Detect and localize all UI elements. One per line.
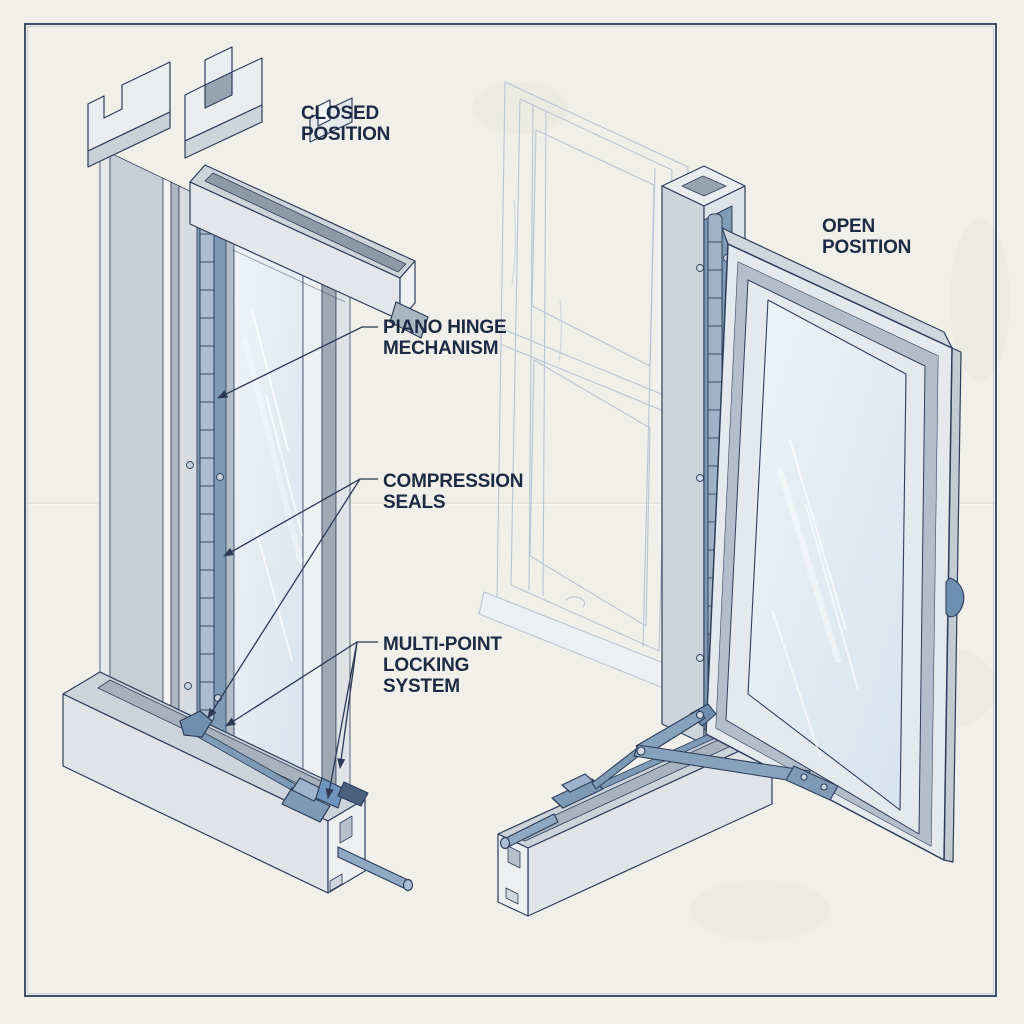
ghost-meeting-rail	[499, 327, 677, 401]
ghost-stile-line	[542, 111, 547, 597]
ghost-stile-line	[528, 104, 534, 591]
label-multi-point-lock: LOCKING	[383, 655, 469, 676]
glass-reflections-closed	[242, 309, 303, 661]
callouts: CLOSED POSITION OPEN POSITION PIANO HING…	[207, 103, 911, 800]
label-compression-seals: COMPRESSION	[383, 471, 523, 492]
hinge-knuckle-lines	[200, 233, 214, 711]
lock-clamp-closed	[281, 787, 331, 823]
closed-window-diagram	[62, 46, 429, 894]
leader-lock-2	[337, 641, 358, 770]
lock-keeper	[337, 781, 369, 807]
label-closed-position: CLOSED	[301, 103, 379, 124]
sash-handle	[945, 577, 965, 618]
ghost-sash-lift-handle	[565, 596, 586, 608]
bracket-screw	[800, 773, 808, 781]
leader-compression-seal-2	[207, 478, 361, 719]
page-border-inner	[27, 26, 994, 994]
label-multi-point-lock: SYSTEM	[383, 676, 460, 697]
ghost-inner-frame	[510, 98, 673, 652]
frame-outer-edge	[99, 147, 111, 678]
jamb-cut-cavity	[681, 175, 727, 197]
stay-pivot	[695, 710, 705, 720]
frame-reveal	[162, 177, 172, 707]
label-closed-position: POSITION	[301, 124, 390, 145]
glass-pane-closed	[233, 211, 304, 770]
label-multi-point-lock: MULTI-POINT	[383, 634, 502, 655]
label-compression-seals: SEALS	[383, 492, 445, 513]
frame-head-cut	[309, 97, 353, 143]
lock-clamp-cap-open	[561, 773, 594, 793]
stay-arm-assembly	[591, 703, 839, 801]
frame-inner-face	[178, 185, 198, 719]
glass-pane-open	[747, 299, 907, 811]
sash-bracket	[785, 765, 839, 801]
paper-stain	[950, 220, 1010, 380]
leader-lock-3	[325, 641, 358, 800]
label-piano-hinge: PIANO HINGE	[383, 317, 506, 338]
sash-seal-band-open	[716, 262, 938, 846]
ghost-meeting-rail	[499, 343, 677, 417]
beam-seal-strip	[204, 172, 407, 273]
rail-end-notch	[507, 845, 521, 869]
sash-edge	[225, 208, 235, 737]
open-sash	[705, 227, 965, 863]
lock-rod-end-open	[499, 836, 511, 850]
frame-rebate	[170, 181, 180, 711]
sill-end-groove	[329, 873, 343, 892]
ghost-lower-sash	[529, 359, 651, 627]
sash-profile-line	[725, 279, 926, 835]
lock-clamp-cap-closed	[291, 777, 323, 802]
frame-outer-face	[109, 152, 164, 703]
sash-stile-face	[302, 245, 323, 779]
stay-pivot	[636, 746, 646, 756]
sash-head-beam	[189, 164, 429, 339]
sill-cut-end	[327, 798, 366, 894]
frame-head-prong	[317, 99, 331, 127]
open-sill-rail	[497, 720, 773, 917]
rail-end-groove	[505, 887, 519, 905]
head-channel-side	[184, 104, 263, 159]
hinge-screws-closed	[184, 461, 224, 702]
ghost-grain-line	[558, 299, 562, 363]
corner-seal-latch	[179, 710, 213, 738]
frame-head-profiles	[87, 46, 353, 168]
lock-rod-end	[402, 878, 414, 892]
label-open-position: POSITION	[822, 237, 911, 258]
jamb-cut-side	[87, 111, 171, 168]
paper-stain	[690, 880, 830, 940]
label-open-position: OPEN	[822, 216, 875, 237]
leader-piano-hinge	[217, 326, 378, 399]
hinge-barrel	[199, 205, 215, 723]
head-channel-cavity	[204, 71, 233, 109]
page-border	[24, 23, 997, 997]
leader-lines	[207, 326, 378, 800]
sill-end-notch	[339, 815, 353, 844]
ghost-grain-line	[511, 199, 517, 286]
rail-cut-end	[497, 833, 529, 917]
ghost-upper-sash	[531, 129, 655, 367]
sill-assembly-closed	[62, 671, 414, 894]
bracket-screw	[820, 783, 828, 791]
open-window-diagram	[478, 81, 965, 917]
labels: CLOSED POSITION OPEN POSITION PIANO HING…	[301, 103, 911, 697]
closed-frame-section	[99, 147, 351, 793]
label-piano-hinge: MECHANISM	[383, 338, 498, 359]
beam-shadow-line	[232, 249, 346, 303]
glass-reflections-open	[771, 439, 859, 757]
beam-gasket	[389, 301, 429, 339]
